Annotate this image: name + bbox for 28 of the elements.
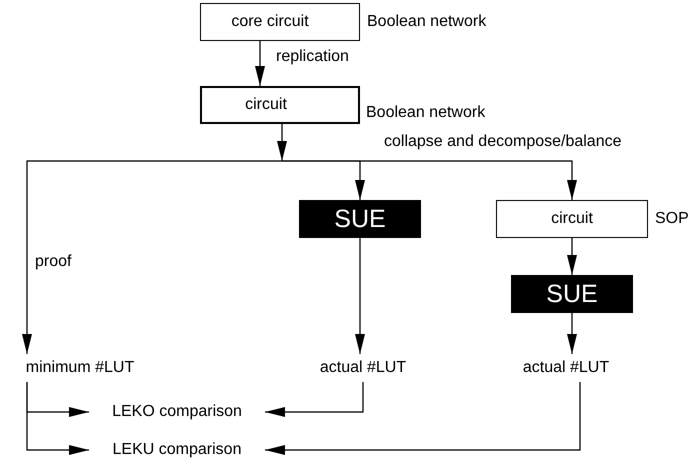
- arrow: [265, 382, 364, 417]
- arrow: [22, 160, 282, 354]
- annotation-text: SOP: [655, 210, 689, 228]
- edge-label: collapse and decompose/balance: [382, 133, 624, 151]
- arrow: [355, 238, 365, 354]
- result-label: actual #LUT: [308, 354, 418, 382]
- arrow: [277, 124, 287, 161]
- result-label: minimum #LUT: [10, 354, 150, 382]
- result-label: LEKU comparison: [93, 438, 261, 462]
- arrow: [567, 238, 577, 275]
- result-label: actual #LUT: [510, 354, 622, 382]
- edge-label: replication: [274, 48, 351, 66]
- process-box: [299, 200, 421, 238]
- arrow: [255, 41, 265, 86]
- edge-label: proof: [33, 253, 74, 271]
- box-label: SUE: [334, 204, 386, 234]
- annotation-text: Boolean network: [366, 104, 486, 122]
- box-label: circuit: [551, 210, 593, 228]
- box-label: SUE: [546, 280, 598, 308]
- arrow: [265, 382, 581, 455]
- annotation-text: Boolean network: [367, 13, 486, 31]
- arrow: [26, 382, 89, 455]
- arrow: [567, 313, 577, 354]
- result-label: LEKO comparison: [93, 400, 261, 424]
- box-label: circuit: [245, 96, 287, 114]
- process-box: [511, 275, 633, 313]
- box-label: core circuit: [231, 13, 309, 31]
- arrow: [282, 160, 577, 200]
